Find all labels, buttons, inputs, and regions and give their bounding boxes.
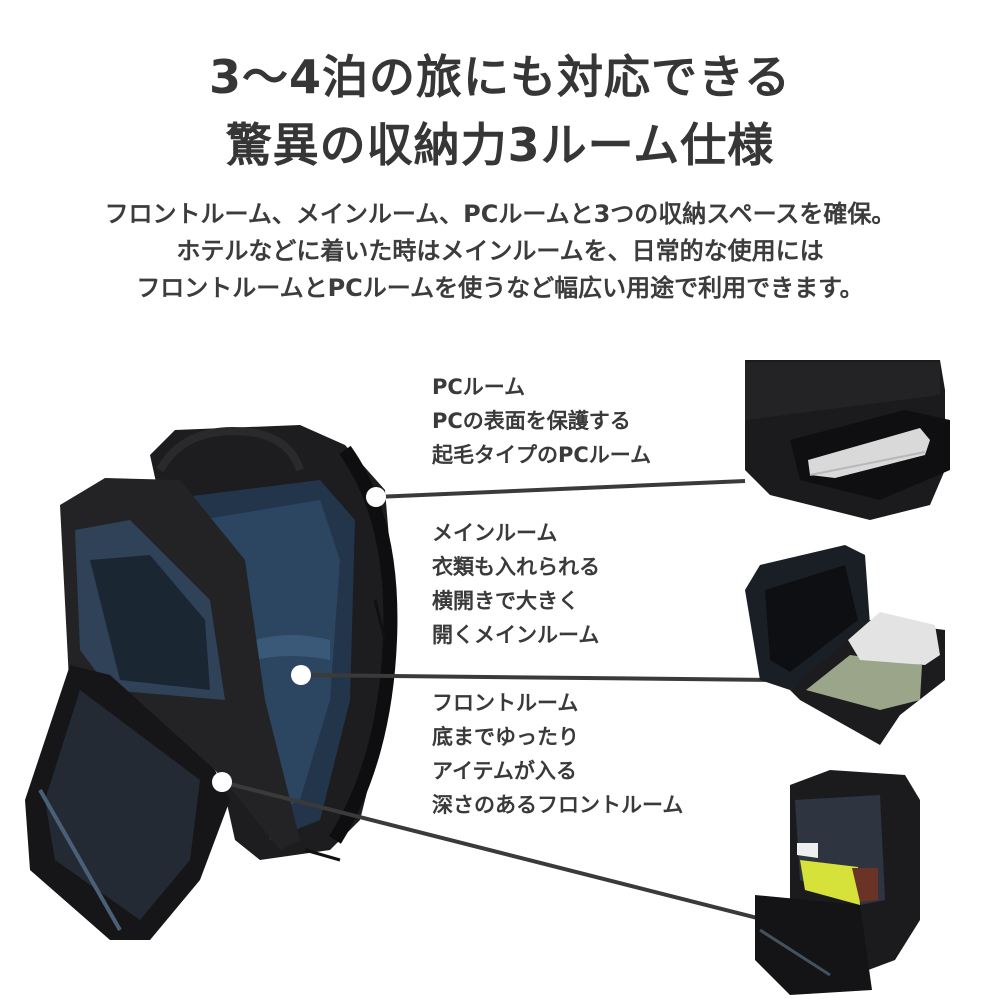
callout-title: PCルーム — [432, 375, 526, 399]
callout-line: 底までゆったり — [432, 725, 579, 749]
callout-line: 起毛タイプのPCルーム — [432, 443, 652, 467]
lead-line: ホテルなどに着いた時はメインルームを、日常的な使用には — [176, 237, 824, 265]
callout-line: 開くメインルーム — [432, 623, 600, 647]
lead-paragraph: フロントルーム、メインルーム、PCルームと3つの収納スペースを確保。 ホテルなど… — [0, 196, 1000, 307]
callout-title: メインルーム — [432, 521, 558, 545]
callout-line: 衣類も入れられる — [432, 555, 600, 579]
callout-line: 横開きで大きく — [432, 589, 579, 613]
callout-title: フロントルーム — [432, 691, 579, 715]
headline-line-1: 3〜4泊の旅にも対応できる — [208, 50, 792, 104]
headline-line-2: 驚異の収納力3ルーム仕様 — [225, 118, 775, 172]
callout-front-room: フロントルーム 底までゆったり アイテムが入る 深さのあるフロントルーム — [432, 686, 683, 822]
lead-line: フロントルーム、メインルーム、PCルームと3つの収納スペースを確保。 — [104, 200, 896, 228]
callout-line: PCの表面を保護する — [432, 409, 631, 433]
marker-dot-pc-room — [366, 487, 386, 507]
leader-line-front-room — [221, 780, 766, 922]
lead-line: フロントルームとPCルームを使うなど幅広い用途で利用できます。 — [136, 274, 864, 302]
callout-main-room: メインルーム 衣類も入れられる 横開きで大きく 開くメインルーム — [432, 516, 600, 652]
marker-dot-main-room — [291, 665, 311, 685]
leader-line-main-room — [300, 673, 773, 682]
callout-line: 深さのあるフロントルーム — [432, 793, 684, 817]
leader-line-pc-room — [375, 479, 746, 499]
callout-line: アイテムが入る — [432, 759, 577, 783]
marker-dot-front-room — [212, 772, 232, 792]
callout-pc-room: PCルーム PCの表面を保護する 起毛タイプのPCルーム — [432, 370, 651, 472]
